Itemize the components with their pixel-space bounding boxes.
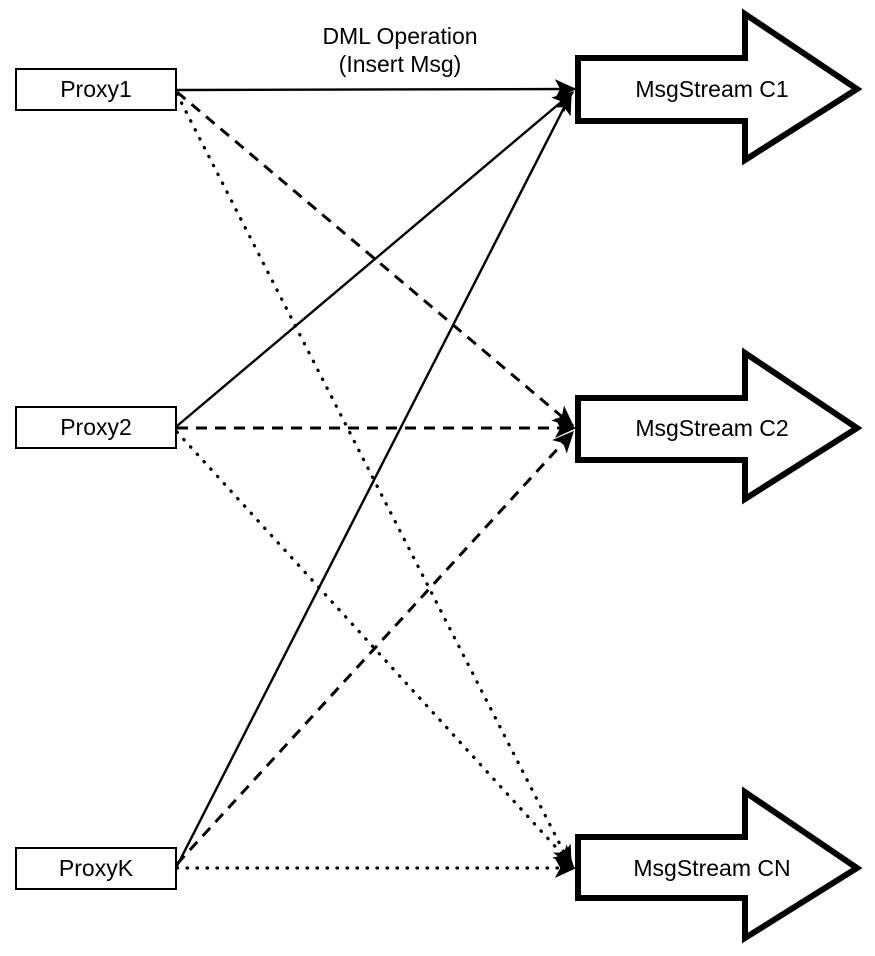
block-arrow-icon xyxy=(575,8,863,166)
block-arrow-icon xyxy=(575,347,863,505)
connection-proxy2-to-cn xyxy=(175,430,575,868)
proxy-box-rect xyxy=(15,68,177,111)
proxy-box-rect xyxy=(15,847,177,890)
proxy-label: Proxy2 xyxy=(60,414,132,440)
stream-node-c2[interactable]: MsgStream C2 xyxy=(575,347,863,505)
stream-node-cn[interactable]: MsgStream CN xyxy=(575,786,863,944)
stream-label: MsgStream C1 xyxy=(635,76,788,102)
proxy-label: Proxy1 xyxy=(60,76,132,102)
block-arrow-icon xyxy=(575,786,863,944)
connection-proxy1-to-c1 xyxy=(176,79,577,99)
connection-layer xyxy=(175,79,577,878)
stream-node-c1[interactable]: MsgStream C1 xyxy=(575,8,863,166)
connection-proxy2-to-c1 xyxy=(176,91,575,427)
connection-proxy1-to-c2 xyxy=(176,90,575,428)
proxy-node-proxy1[interactable]: Proxy1 xyxy=(15,68,177,111)
proxy-node-proxy2[interactable]: Proxy2 xyxy=(15,406,177,449)
edge-label-line1: DML Operation xyxy=(322,23,477,49)
proxy-node-proxyk[interactable]: ProxyK xyxy=(15,847,177,890)
connection-proxyk-to-c1 xyxy=(175,92,573,867)
stream-label: MsgStream C2 xyxy=(635,415,788,441)
proxy-label: ProxyK xyxy=(59,855,134,881)
proxy-box-rect xyxy=(15,406,177,449)
connection-proxyk-to-c2 xyxy=(175,430,575,866)
edge-label-dml-operation: DML Operation (Insert Msg) xyxy=(322,23,477,77)
stream-label: MsgStream CN xyxy=(633,855,790,881)
edge-label-line2: (Insert Msg) xyxy=(339,51,462,77)
